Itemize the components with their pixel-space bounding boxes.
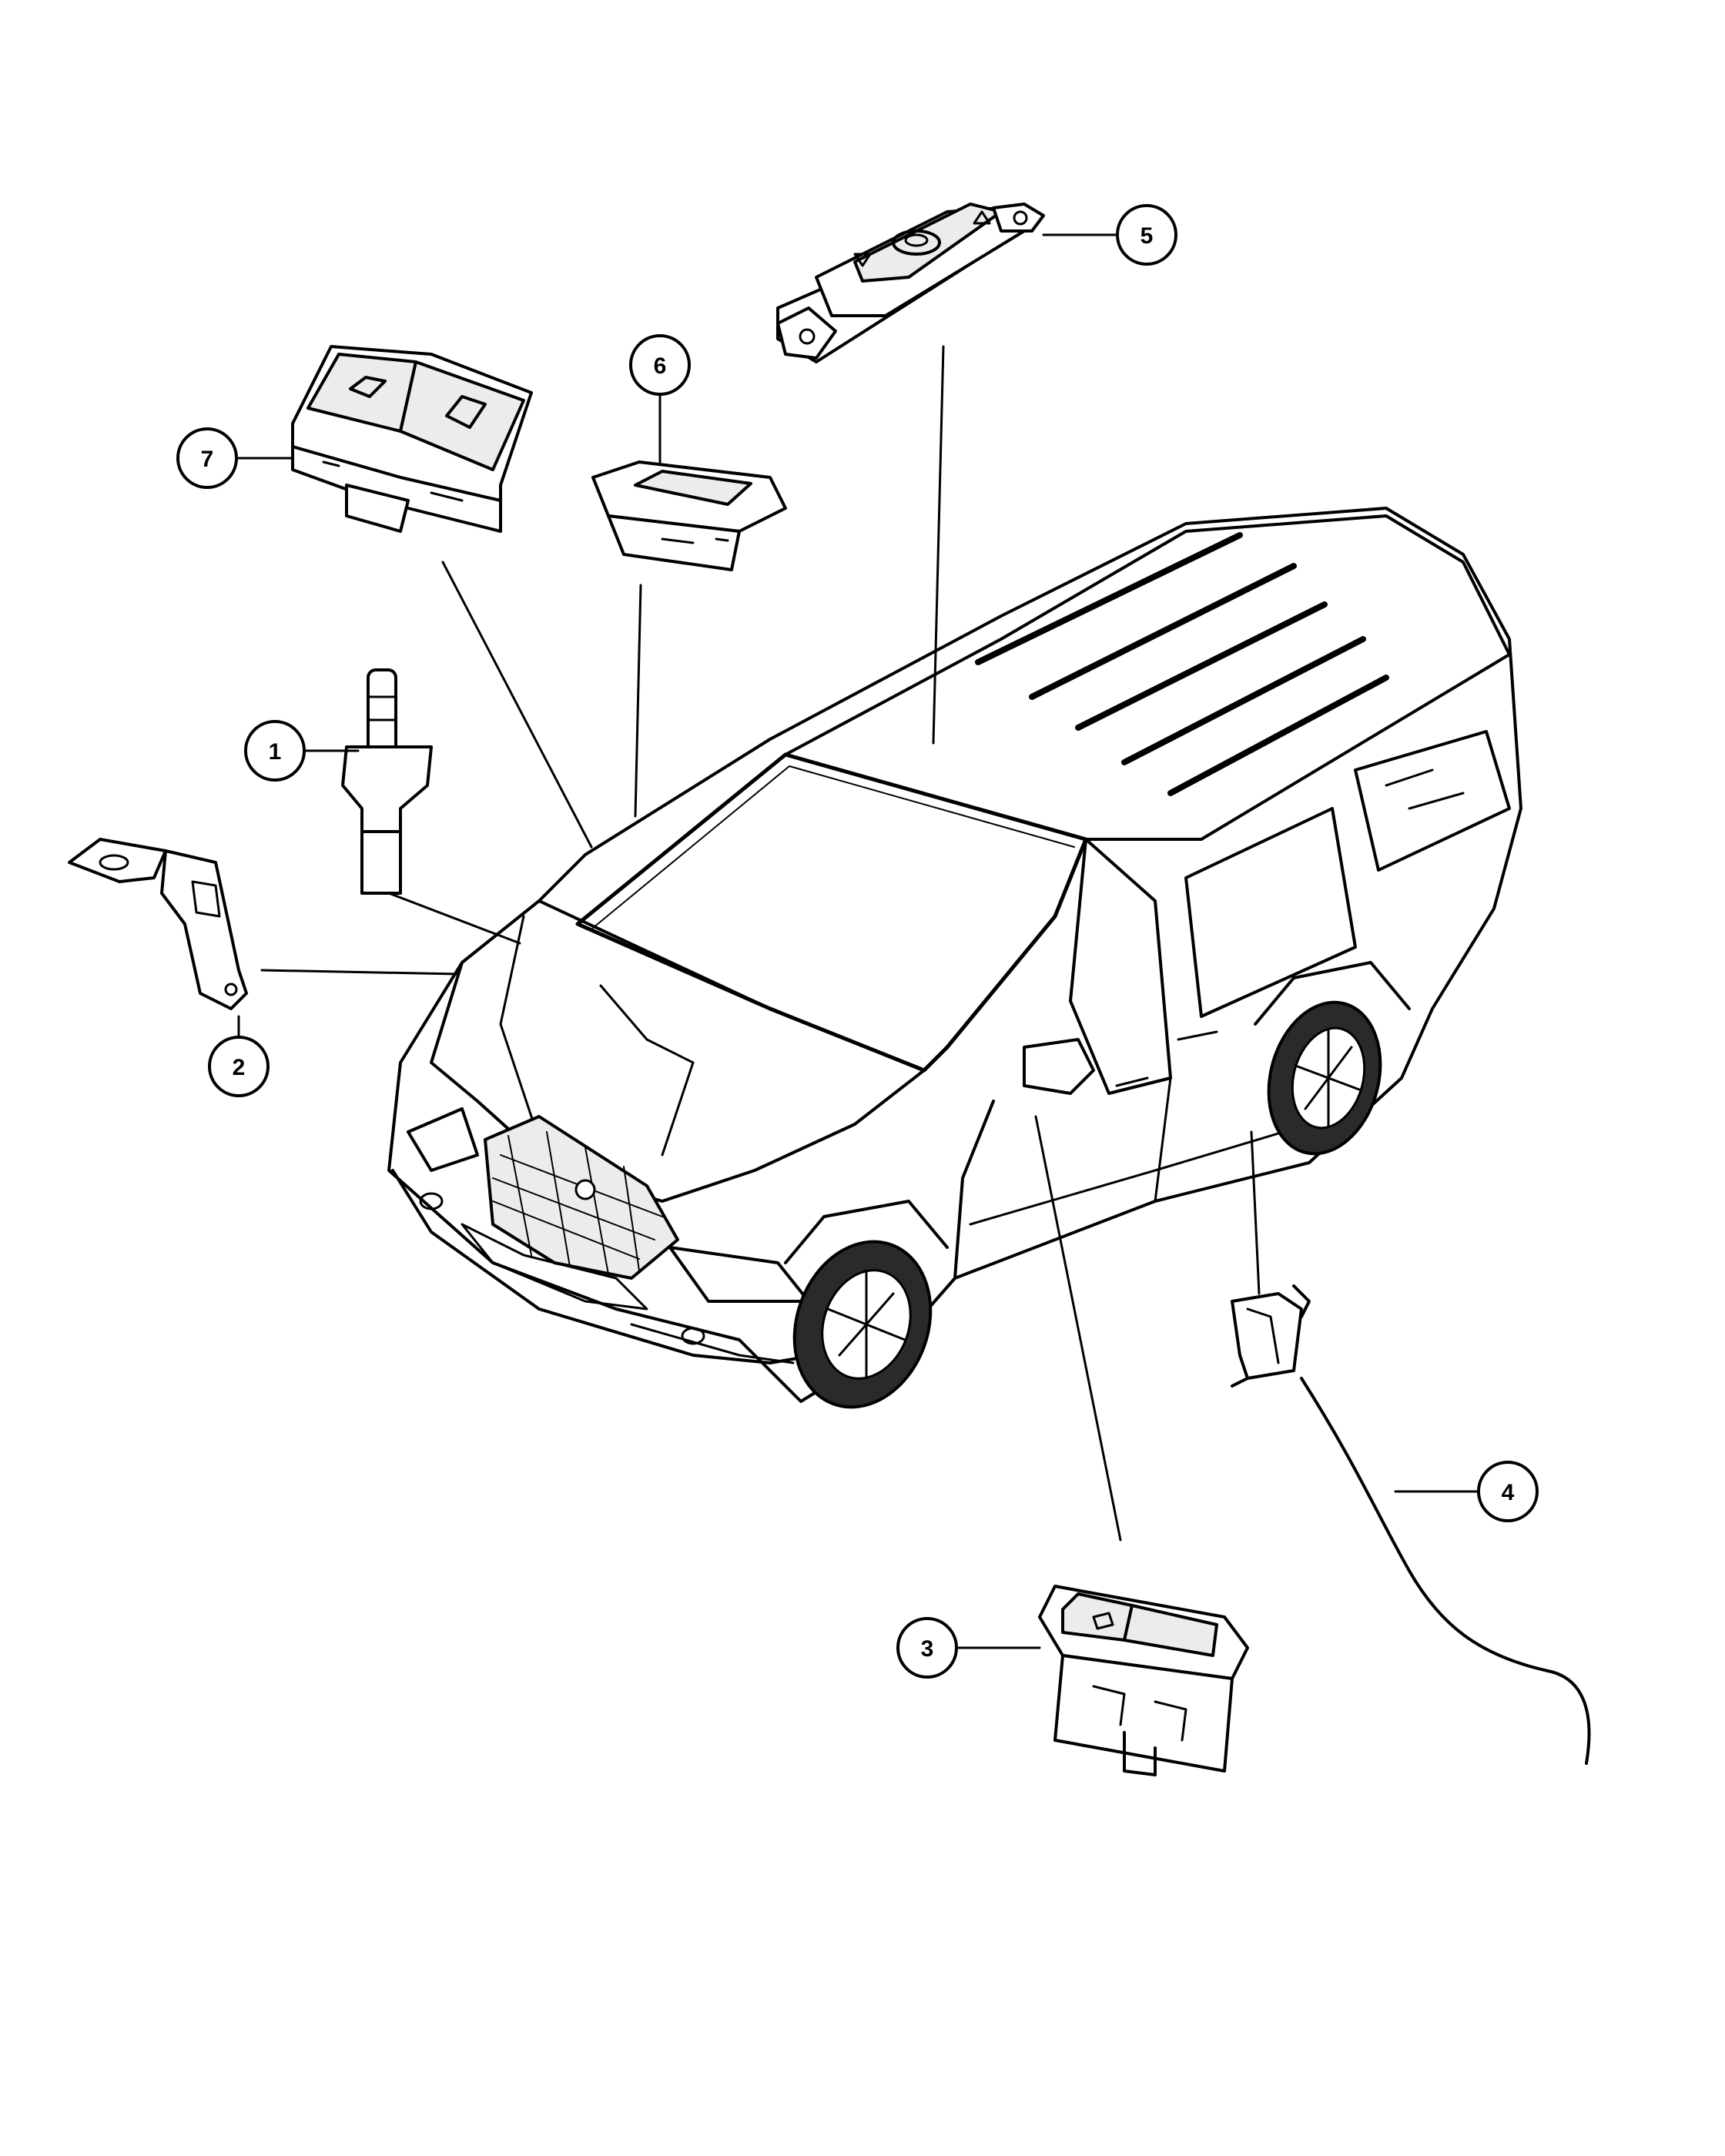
leader-5-to-van <box>932 345 945 745</box>
leader-7-to-van <box>441 561 593 849</box>
part-7-dual-switch <box>291 345 533 533</box>
part-1-plunger-switch <box>341 668 433 895</box>
part-4-sensor-harness <box>1231 1284 1591 1765</box>
leader-1-to-van <box>387 892 521 945</box>
callout-2: 2 <box>208 1036 270 1097</box>
callout-4: 4 <box>1477 1461 1539 1522</box>
callout-6: 6 <box>629 334 691 396</box>
callout-1-label: 1 <box>269 739 282 765</box>
part-6-single-switch <box>591 460 787 571</box>
callout-6-label: 6 <box>654 353 667 379</box>
leader-2-to-van <box>260 969 460 976</box>
callout-4-label: 4 <box>1502 1480 1515 1505</box>
callout-7-label: 7 <box>201 447 214 472</box>
leader-4-to-van <box>1250 1130 1261 1295</box>
part-2-bracket <box>68 838 248 1010</box>
minivan-illustration <box>387 507 1522 1409</box>
part-3-console-switch <box>1038 1585 1249 1776</box>
callout-5-label: 5 <box>1141 223 1154 249</box>
callout-7: 7 <box>176 427 238 489</box>
callout-2-label: 2 <box>233 1055 246 1080</box>
leader-3-to-van <box>1034 1115 1122 1542</box>
callout-3-label: 3 <box>921 1636 934 1662</box>
callout-1: 1 <box>244 720 306 782</box>
part-5-overhead-switch <box>776 203 1045 363</box>
leader-6-to-van <box>634 584 642 818</box>
callout-3: 3 <box>896 1617 958 1679</box>
callout-5: 5 <box>1116 204 1177 266</box>
leader-lines <box>235 233 1480 1649</box>
